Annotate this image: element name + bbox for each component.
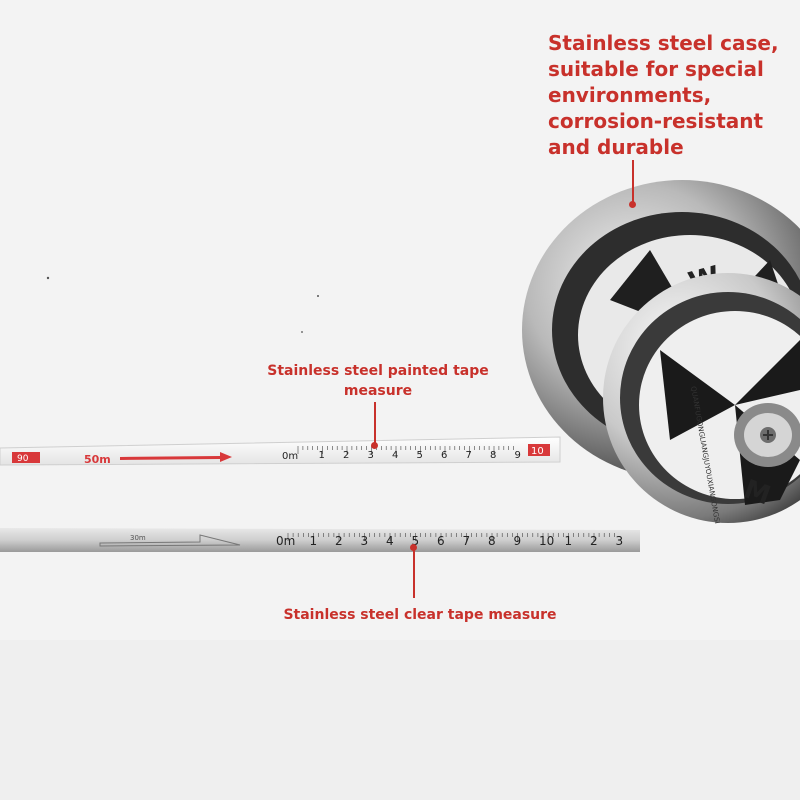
reel-front: M QUANFUGONGLIANGJUYOUXIANGONGSI [603, 273, 800, 524]
clear-tape-scale-number: 9 [514, 534, 522, 548]
clear-tape-callout: Stainless steel clear tape measure [283, 607, 557, 623]
clear-tape-scale-number: 3 [616, 534, 624, 548]
clear-tape-scale-number: 8 [488, 534, 496, 548]
clear-tape-scale-number: 5 [412, 534, 420, 548]
painted-tape-scale-number: 4 [392, 450, 398, 461]
clear-tape-scale: 1 2 3 4 5 6 7 8 9 10 1 2 3 [287, 533, 624, 548]
case-callout-line-1: Stainless steel case, [548, 31, 779, 55]
clear-leader-dot [410, 544, 417, 551]
painted-tape-scale-number: 2 [343, 450, 349, 461]
case-callout: Stainless steel case, suitable for speci… [548, 30, 788, 160]
painted-leader-line [374, 402, 376, 446]
painted-tape-scale-number: 7 [466, 450, 472, 461]
clear-tape-scale-number: 10 [539, 534, 554, 548]
clear-tape-scale-number: 4 [386, 534, 394, 548]
painted-tape-ten-label: 10 [531, 446, 544, 457]
painted-tape-callout: Stainless steel painted tape measure [267, 363, 489, 399]
painted-leader-dot [371, 442, 378, 449]
painted-tape-length-label: 50m [84, 453, 111, 466]
painted-tape-scale-number: 6 [441, 450, 447, 461]
painted-tape-scale-number: 1 [319, 450, 325, 461]
painted-tape-scale-number: 9 [515, 450, 521, 461]
painted-tape-zero-label: 0m [282, 451, 298, 462]
clear-tape: 30m 0m 1 2 3 4 5 6 7 8 9 10 1 2 3 [0, 528, 640, 552]
clear-leader-line [413, 548, 415, 598]
case-callout-line-4: corrosion-resistant [548, 109, 764, 133]
clear-tape-scale-number: 2 [590, 534, 598, 548]
case-callout-line-2: suitable for special [548, 57, 764, 81]
clear-tape-scale-number: 2 [335, 534, 343, 548]
painted-tape-end-label: 90 [17, 454, 29, 464]
clear-tape-scale-number: 7 [463, 534, 471, 548]
clear-tape-scale-number: 1 [310, 534, 318, 548]
painted-tape-scale-number: 8 [490, 450, 496, 461]
clear-tape-scale-number: 1 [565, 534, 573, 548]
case-callout-line-3: environments, [548, 83, 712, 107]
case-callout-line-5: and durable [548, 135, 684, 159]
case-leader-line [632, 160, 634, 206]
clear-tape-scale-number: 3 [361, 534, 369, 548]
painted-tape-scale-number: 3 [368, 450, 374, 461]
clear-tape-scale-number: 6 [437, 534, 445, 548]
clear-tape-length-label: 30m [130, 534, 146, 542]
painted-tape: 90 50m 0m 1 2 3 4 5 6 7 8 9 10 [0, 436, 561, 466]
painted-tape-scale: 1 2 3 4 5 6 7 8 9 [297, 446, 521, 461]
case-leader-dot [629, 201, 636, 208]
clear-tape-zero-label: 0m [276, 534, 295, 548]
painted-tape-scale-number: 5 [417, 450, 423, 461]
